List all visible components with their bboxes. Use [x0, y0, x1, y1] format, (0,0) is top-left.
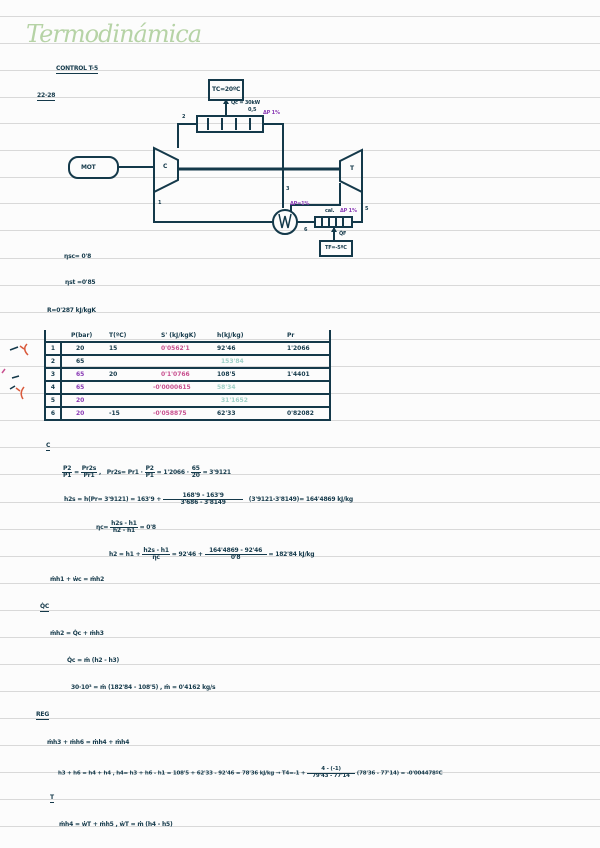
control-heading: CONTROL T-5	[56, 65, 98, 74]
compressor-label: C	[163, 163, 168, 170]
point-5: 5	[365, 206, 369, 212]
section-turbine: T	[50, 794, 54, 803]
table-row: 1 20 15 0'0562'1 92'46 1'2066	[44, 341, 331, 355]
pressure-drop-regen: ΔP=1%	[290, 201, 310, 207]
hx-energy-balance: ṁh2 = Q̇c + ṁh3	[50, 630, 104, 637]
h4-t4-calculation: h3 + h6 = h4 + h4 , h4= h3 + h6 - h1 = 1…	[58, 766, 443, 779]
table-row: 4 65 -0'0000615 58'34	[44, 380, 331, 394]
compressor	[153, 146, 179, 194]
pipe-4	[290, 183, 341, 212]
point-3: 3	[286, 186, 290, 192]
cold-reservoir-label: TF=-5ºC	[325, 245, 347, 251]
point-2: 2	[182, 114, 186, 120]
pressure-drop-top: ΔP 1%	[263, 110, 280, 116]
cal-label: cal.	[325, 208, 335, 214]
compressor-energy-balance: ṁh1 + ẇc = ṁh2	[50, 576, 105, 583]
qc-label: Q̇c = 30kW	[231, 100, 260, 106]
problem-number: 22-28	[37, 92, 56, 101]
col-header-entropy: S' (kJ/kgK)	[161, 332, 197, 339]
point-1: 1	[158, 200, 162, 206]
pipe-2	[177, 123, 197, 148]
margin-marks	[1, 343, 29, 400]
turbine-efficiency: ηst =0'85	[65, 279, 96, 286]
col-header-pressure: P(bar)	[71, 332, 93, 339]
cycle-diagram	[68, 79, 363, 257]
turbine-label: T	[350, 165, 354, 172]
section-hot-exchanger: Q̇C	[40, 603, 50, 612]
qf-label: Q̇F	[339, 231, 347, 237]
regenerator-balance: ṁh3 + ṁh6 = ṁh4 + ṁh4	[47, 739, 130, 746]
col-header-pr: Pr	[269, 330, 331, 342]
pressure-drop-bottom: ΔP 1%	[340, 208, 357, 214]
pipe-3	[263, 123, 284, 208]
page-title: Termodinámica	[26, 20, 202, 48]
section-regenerator: REG	[36, 711, 50, 720]
hot-reservoir-label: TC=20ºC	[212, 86, 241, 93]
point-6: 6	[304, 227, 308, 233]
cold-reservoir-box	[319, 240, 353, 257]
hot-heat-exchanger	[196, 115, 264, 133]
table-row: 5 20 31'1652	[44, 393, 331, 407]
regenerator	[272, 209, 298, 235]
table-row: 6 20 -15 -0'058875 62'33 0'82082	[44, 406, 331, 421]
mass-flow-result: 30·10³ = ṁ (182'84 - 108'5) , ṁ = 0'4162…	[71, 684, 216, 691]
pipe-1	[153, 190, 273, 223]
gas-constant: R=0'287 kJ/kgK	[47, 307, 96, 314]
compressor-efficiency: ηsc= 0'8	[64, 253, 92, 260]
state-table: P(bar) T(ºC) S' (kJ/kgK) h(kJ/kg) Pr 1 2…	[44, 330, 331, 421]
col-header-temperature: T(ºC)	[109, 332, 127, 339]
col-header-enthalpy: h(kJ/kg)	[217, 332, 244, 339]
h2s-interpolation: h2s = h(Pr= 3'9121) = 163'9 + 168'9 - 16…	[64, 492, 353, 506]
turbine-energy-balance: ṁh4 = ẇT + ṁh5 , ẇT = ṁ (h4 - h5)	[59, 821, 173, 828]
table-row: 2 65 153'84	[44, 354, 331, 368]
motor-label: MOT	[81, 164, 96, 171]
qc-equation: Q̇c = ṁ (h2 - h3)	[67, 657, 120, 664]
table-row: 3 65 20 0'1'0766 108'5 1'4401	[44, 367, 331, 381]
pipe-5	[352, 190, 363, 223]
hx-efficiency-label: 0,5	[248, 107, 257, 113]
section-compressor: C	[46, 442, 51, 451]
cold-heat-exchanger	[314, 216, 353, 228]
